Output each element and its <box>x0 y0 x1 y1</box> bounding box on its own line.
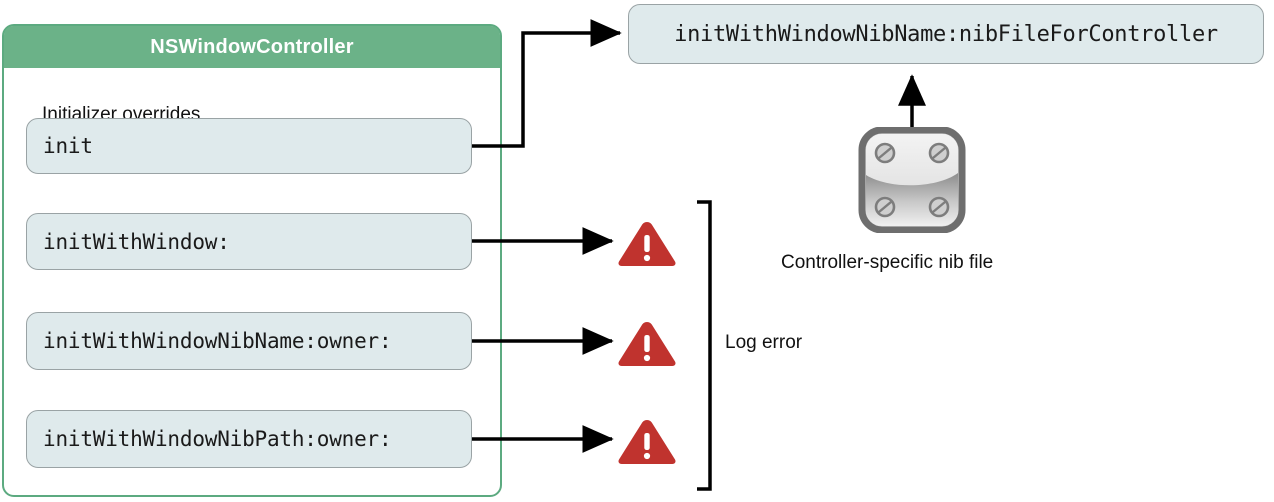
warning-triangle-icon <box>616 220 678 268</box>
class-panel-header: NSWindowController <box>4 26 500 68</box>
nib-file-icon <box>858 126 966 234</box>
nib-file-caption: Controller-specific nib file <box>781 252 994 273</box>
method-box-init-with-window-nib-path-owner[interactable]: initWithWindowNibPath:owner: <box>26 410 472 468</box>
nib-name-result-box[interactable]: initWithWindowNibName:nibFileForControll… <box>628 4 1264 64</box>
method-box-init-with-window[interactable]: initWithWindow: <box>26 213 472 270</box>
log-error-label: Log error <box>725 332 803 353</box>
warning-triangle-icon <box>616 418 678 466</box>
method-box-init-with-window-nib-name-owner[interactable]: initWithWindowNibName:owner: <box>26 312 472 370</box>
log-error-bracket <box>697 200 712 491</box>
warning-triangle-icon <box>616 320 678 368</box>
method-box-init[interactable]: init <box>26 118 472 174</box>
